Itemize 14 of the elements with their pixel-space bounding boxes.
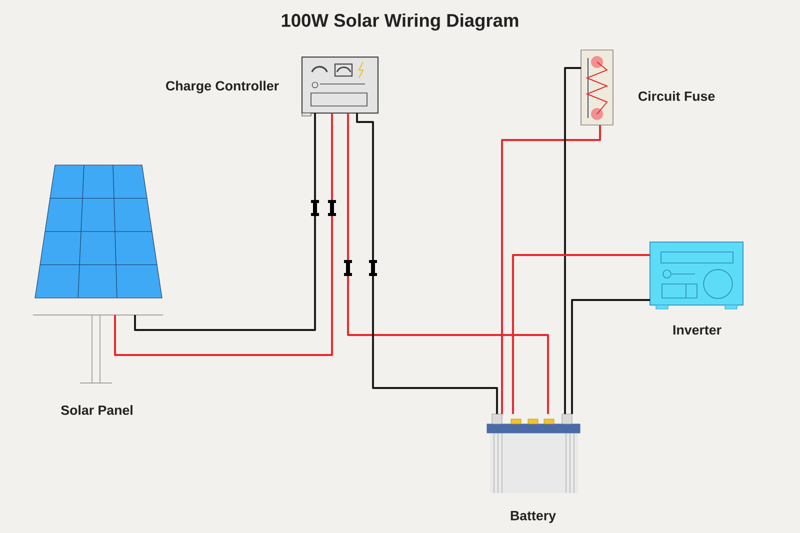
- device-label: Inverter: [673, 325, 722, 335]
- wire: [501, 125, 601, 414]
- device-label: Circuit Fuse: [638, 91, 715, 101]
- wire: [571, 299, 650, 414]
- device-label: Solar Panel: [61, 405, 132, 415]
- wire: [347, 113, 549, 414]
- title: 100W Solar Wiring Diagram: [282, 13, 518, 31]
- wire: [114, 113, 333, 356]
- wire: [134, 113, 316, 331]
- wire: [356, 113, 498, 414]
- wire: [512, 254, 650, 414]
- device-label: Battery: [510, 511, 556, 523]
- wire: [564, 67, 581, 414]
- device-label: Charge Controller: [166, 80, 279, 94]
